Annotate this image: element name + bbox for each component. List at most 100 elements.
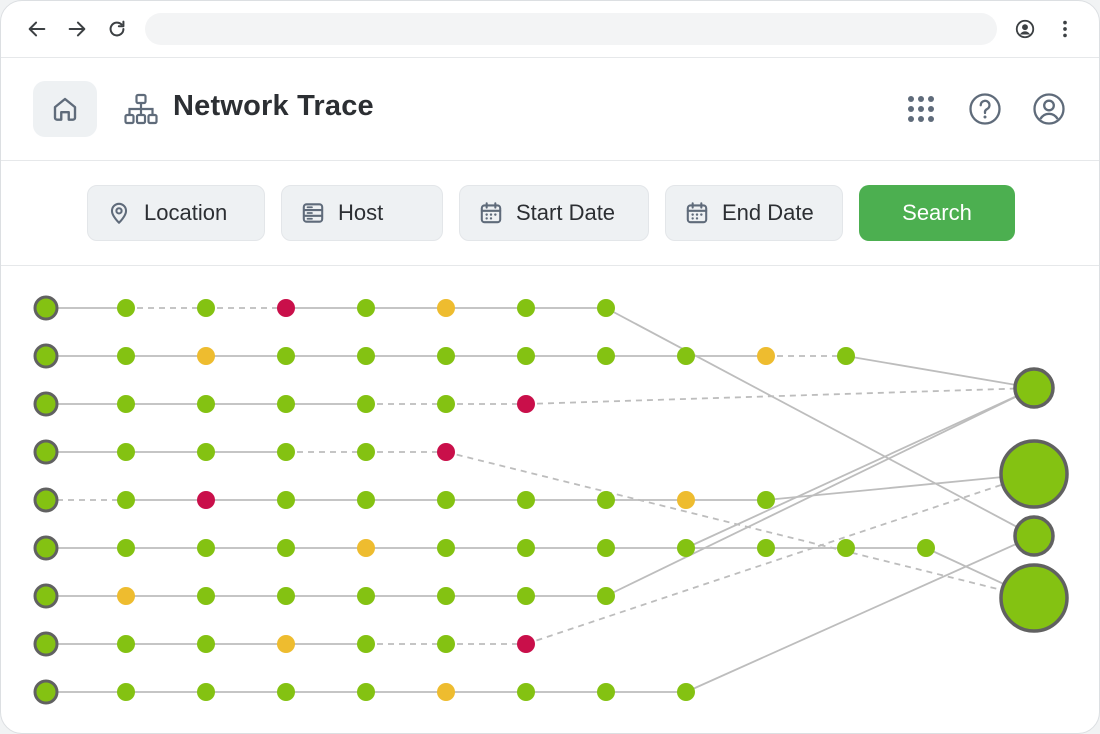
apps-button[interactable]: [903, 91, 939, 127]
trace-route-link: [445, 451, 1035, 599]
hop-node-ok: [437, 347, 455, 365]
hop-node-warn: [677, 491, 695, 509]
home-icon: [53, 97, 77, 121]
hop-node-ok: [357, 395, 375, 413]
hop-node-ok: [837, 539, 855, 557]
hop-node-ok: [197, 635, 215, 653]
destination-node: [1013, 515, 1055, 557]
filter-bar: Location Host Start Date End Date Search: [1, 161, 1099, 266]
server-icon: [302, 203, 324, 223]
home-button[interactable]: [33, 81, 97, 137]
source-node: [33, 343, 59, 369]
source-node: [33, 391, 59, 417]
location-filter[interactable]: Location: [87, 185, 265, 241]
hop-node-err: [277, 299, 295, 317]
hop-node-ok: [357, 491, 375, 509]
source-node: [33, 487, 59, 513]
hop-node-ok: [277, 491, 295, 509]
forward-button[interactable]: [63, 15, 91, 43]
hop-node-ok: [197, 443, 215, 461]
hop-node-warn: [437, 299, 455, 317]
trace-route-link: [765, 473, 1035, 501]
hop-node-ok: [197, 539, 215, 557]
hop-node-ok: [517, 683, 535, 701]
hop-node-ok: [117, 299, 135, 317]
hop-node-ok: [597, 299, 615, 317]
source-node: [33, 631, 59, 657]
search-button[interactable]: Search: [859, 185, 1015, 241]
hop-node-ok: [277, 683, 295, 701]
hop-node-ok: [437, 635, 455, 653]
hop-node-ok: [917, 539, 935, 557]
arrow-right-icon: [68, 21, 86, 37]
start-date-filter[interactable]: Start Date: [459, 185, 649, 241]
source-node: [33, 535, 59, 561]
host-filter[interactable]: Host: [281, 185, 443, 241]
hop-node-ok: [277, 347, 295, 365]
hop-node-ok: [597, 539, 615, 557]
hop-node-ok: [677, 683, 695, 701]
hop-node-ok: [197, 395, 215, 413]
trace-route-link: [525, 473, 1035, 645]
hop-node-ok: [357, 587, 375, 605]
hop-node-ok: [597, 347, 615, 365]
more-vert-icon: [1063, 20, 1067, 38]
hop-node-ok: [277, 587, 295, 605]
host-filter-label: Host: [338, 200, 384, 225]
hop-node-ok: [677, 539, 695, 557]
calendar-icon: [686, 202, 708, 224]
hop-node-warn: [197, 347, 215, 365]
profile-button[interactable]: [1011, 15, 1039, 43]
hop-node-warn: [117, 587, 135, 605]
trace-route-link: [845, 355, 1035, 389]
location-filter-label: Location: [144, 200, 228, 225]
hop-node-ok: [677, 347, 695, 365]
hop-node-ok: [117, 683, 135, 701]
hop-node-ok: [837, 347, 855, 365]
hop-node-ok: [117, 395, 135, 413]
app-header: Network Trace: [1, 58, 1099, 161]
hop-node-err: [437, 443, 455, 461]
source-node: [33, 679, 59, 705]
source-node: [33, 439, 59, 465]
trace-route-link: [685, 387, 1035, 549]
hop-node-ok: [277, 539, 295, 557]
end-date-filter-label: End Date: [722, 200, 814, 225]
hop-node-ok: [117, 539, 135, 557]
hop-node-ok: [437, 395, 455, 413]
address-bar[interactable]: [145, 13, 997, 45]
hop-node-ok: [757, 491, 775, 509]
reload-button[interactable]: [103, 15, 131, 43]
hop-node-ok: [517, 539, 535, 557]
hop-node-ok: [357, 299, 375, 317]
hop-node-err: [197, 491, 215, 509]
hop-node-ok: [277, 443, 295, 461]
source-node: [33, 583, 59, 609]
hop-node-ok: [117, 347, 135, 365]
account-button[interactable]: [1031, 91, 1067, 127]
hop-node-ok: [517, 491, 535, 509]
start-date-filter-label: Start Date: [516, 200, 616, 225]
browser-menu-button[interactable]: [1051, 15, 1079, 43]
hop-node-ok: [517, 587, 535, 605]
hop-node-ok: [437, 587, 455, 605]
reload-icon: [109, 20, 125, 37]
hop-node-warn: [277, 635, 295, 653]
account-circle-icon: [1033, 93, 1065, 125]
hop-node-err: [517, 635, 535, 653]
help-circle-icon: [969, 93, 1001, 125]
help-button[interactable]: [967, 91, 1003, 127]
hop-node-ok: [437, 539, 455, 557]
arrow-left-icon: [28, 21, 46, 37]
hop-node-ok: [117, 443, 135, 461]
back-button[interactable]: [23, 15, 51, 43]
hop-node-ok: [357, 683, 375, 701]
page-title: Network Trace: [173, 90, 374, 122]
hop-node-ok: [197, 683, 215, 701]
hop-node-ok: [197, 299, 215, 317]
hop-node-ok: [517, 299, 535, 317]
end-date-filter[interactable]: End Date: [665, 185, 843, 241]
source-node: [33, 295, 59, 321]
